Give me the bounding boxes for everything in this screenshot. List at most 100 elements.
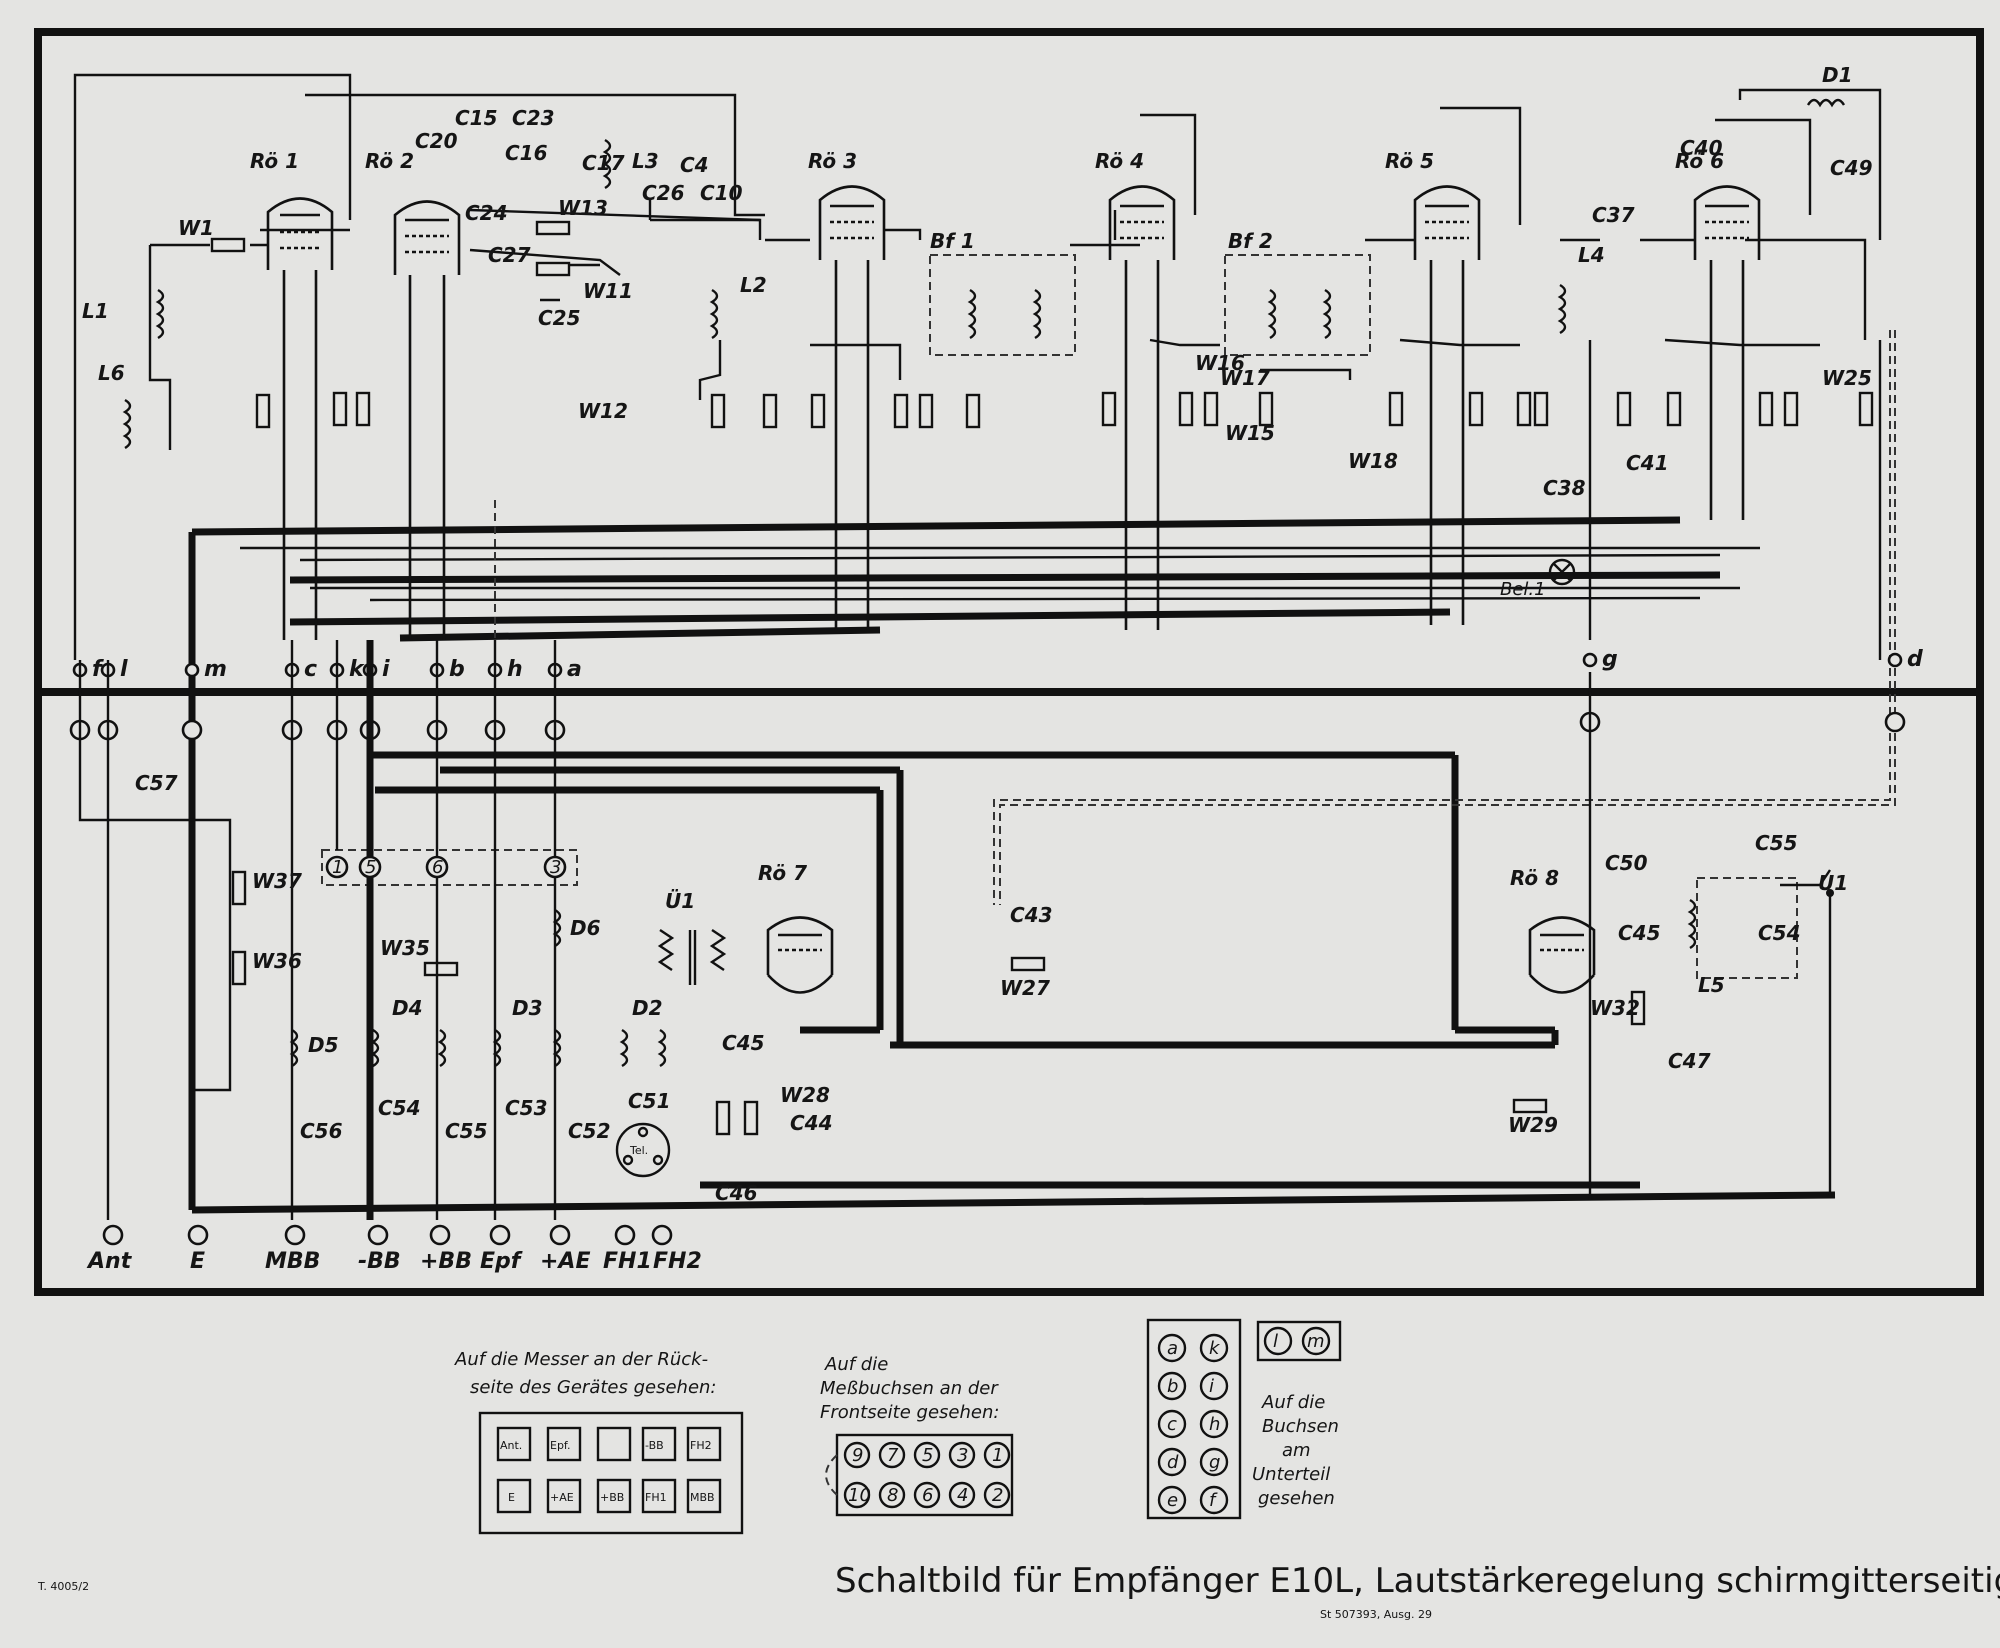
base-text-2: Buchsen bbox=[1262, 1416, 1339, 1437]
tube-ro2: Rö 2 bbox=[365, 149, 461, 640]
resistor-w24 bbox=[1783, 391, 1799, 427]
resistor-w23 bbox=[1758, 391, 1774, 427]
resistor-w22 bbox=[1616, 391, 1632, 427]
terminal-e: E bbox=[190, 1249, 205, 1274]
resistor-w11 bbox=[535, 261, 571, 277]
resistor-w27 bbox=[1010, 956, 1046, 972]
resistor-w35 bbox=[423, 961, 459, 977]
label-c39: C41 bbox=[1626, 451, 1669, 475]
terminal-k: k bbox=[349, 657, 365, 682]
coil-l2 bbox=[709, 288, 719, 340]
tube-ro2-label: Rö 2 bbox=[365, 149, 414, 173]
socket-l: l bbox=[1273, 1331, 1278, 1352]
front-jack-3: 3 bbox=[957, 1445, 968, 1466]
choke-d6 bbox=[552, 908, 562, 948]
resistor-w6 bbox=[762, 393, 778, 429]
resistor-w18 bbox=[1388, 391, 1404, 427]
coil-l5 bbox=[1687, 898, 1697, 950]
legend-rear-heading-1: Auf die Messer an der Rück- bbox=[454, 1349, 708, 1370]
jack-3: 3 bbox=[550, 857, 561, 878]
label-w30: W29 bbox=[1508, 1113, 1558, 1137]
svg-text:Tel.: Tel. bbox=[629, 1144, 648, 1157]
terminal-a: a bbox=[567, 657, 582, 682]
outer-frame bbox=[34, 28, 1984, 1296]
label-w36: W36 bbox=[252, 949, 302, 973]
tube-ro3-label: Rö 3 bbox=[808, 149, 857, 173]
label-c48: C50 bbox=[1605, 851, 1648, 875]
label-d4: D4 bbox=[392, 996, 423, 1020]
tube-ro7-label: Rö 7 bbox=[758, 861, 807, 885]
resistor-w13 bbox=[535, 220, 571, 236]
base-text-1: Auf die bbox=[1261, 1392, 1325, 1413]
base-text-4: Unterteil bbox=[1252, 1464, 1330, 1485]
tube-ro1-label: Rö 1 bbox=[250, 149, 299, 173]
jack-1: 1 bbox=[332, 857, 343, 878]
label-w28: W28 bbox=[780, 1083, 830, 1107]
blade-epf: Epf. bbox=[550, 1439, 571, 1452]
coupling-sockets bbox=[69, 711, 1906, 741]
label-c10: C10 bbox=[700, 181, 743, 205]
base-socket-f: f bbox=[1209, 1490, 1218, 1511]
tube-ro5-label: Rö 5 bbox=[1385, 149, 1434, 173]
resistor-w7 bbox=[810, 393, 826, 429]
terminal-f: f bbox=[92, 657, 104, 682]
terminal-ant: Ant bbox=[86, 1249, 133, 1274]
legend-front-heading-1: Auf die bbox=[824, 1354, 888, 1375]
label-c53: C53 bbox=[505, 1096, 548, 1120]
blade-plus-ae: +AE bbox=[550, 1491, 574, 1504]
coil-group bbox=[122, 98, 1846, 1068]
label-w16: W16 bbox=[1195, 351, 1245, 375]
label-c52: C52 bbox=[568, 1119, 611, 1143]
terminal-feeds bbox=[78, 640, 1592, 1220]
resistor-w15 bbox=[1258, 391, 1274, 427]
choke-d5 bbox=[289, 1028, 299, 1068]
label-c15: C15 bbox=[455, 106, 498, 130]
blade-ant: Ant. bbox=[500, 1439, 522, 1452]
label-c42: C44 bbox=[790, 1111, 833, 1135]
coil-bf1-secondary bbox=[1032, 288, 1042, 340]
resistor-w20 bbox=[1516, 391, 1532, 427]
coil-bf1-primary bbox=[967, 288, 977, 340]
label-l3: L3 bbox=[632, 149, 659, 173]
switch-u1 bbox=[1780, 869, 1834, 1195]
label-l1: L1 bbox=[82, 299, 109, 323]
resistor-w21 bbox=[1533, 391, 1549, 427]
measuring-jack-strip bbox=[321, 849, 578, 886]
stock-number: St 507393, Ausg. 29 bbox=[1320, 1608, 1432, 1621]
choke-d4 bbox=[370, 1028, 447, 1068]
terminal-l: l bbox=[120, 657, 128, 682]
label-w25: W25 bbox=[1822, 366, 1872, 390]
resistor-w26 bbox=[1666, 391, 1682, 427]
label-c55: C54 bbox=[378, 1096, 421, 1120]
choke-d2 bbox=[619, 1028, 667, 1068]
label-c47: C49 bbox=[1830, 156, 1873, 180]
terminal-epf: Epf bbox=[480, 1249, 523, 1274]
resistor-w37 bbox=[231, 870, 247, 906]
resistor-w36 bbox=[231, 950, 247, 986]
resistor-w3 bbox=[332, 391, 348, 427]
base-socket-a: a bbox=[1167, 1338, 1178, 1359]
label-c17: C17 bbox=[582, 151, 625, 175]
transformer-u1 bbox=[657, 929, 727, 985]
terminal-g: g bbox=[1602, 647, 1618, 672]
base-socket-k: k bbox=[1209, 1338, 1221, 1359]
base-text-3: am bbox=[1282, 1440, 1311, 1461]
tube-ro5: Rö 5 bbox=[1385, 149, 1481, 625]
label-w15: W15 bbox=[1225, 421, 1275, 445]
resistor-w4 bbox=[355, 391, 371, 427]
blade-mbb: MBB bbox=[690, 1491, 715, 1504]
label-c22: C24 bbox=[465, 201, 508, 225]
label-c25: C27 bbox=[488, 243, 531, 267]
front-jack-2: 2 bbox=[992, 1485, 1003, 1506]
resistor-w8 bbox=[893, 393, 909, 429]
label-w1: W1 bbox=[178, 216, 214, 240]
tube-ro6: Rö 6 bbox=[1675, 149, 1761, 520]
base-socket-e: e bbox=[1167, 1490, 1178, 1511]
bottom-terminals: Ant E MBB -BB +BB Epf +AE FH1 FH2 bbox=[86, 1224, 702, 1274]
label-d6: D6 bbox=[570, 916, 601, 940]
terminal-d: d bbox=[1907, 647, 1923, 672]
resistor-w9 bbox=[918, 393, 934, 429]
lower-buses bbox=[191, 751, 1836, 1214]
front-jack-9: 9 bbox=[852, 1445, 863, 1466]
label-w17: W17 bbox=[1220, 366, 1270, 390]
